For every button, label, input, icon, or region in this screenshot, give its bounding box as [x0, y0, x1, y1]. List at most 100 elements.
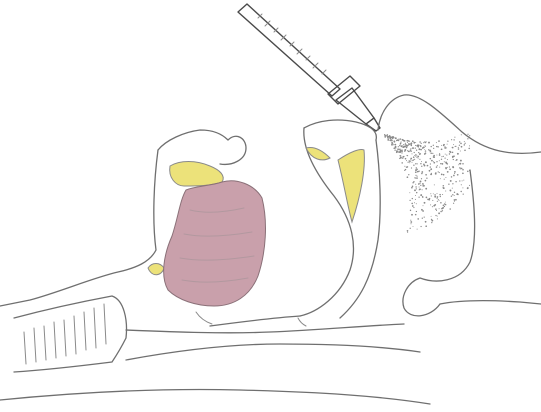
- spray-droplet: [467, 134, 468, 135]
- spray-droplet: [441, 208, 443, 210]
- spray-droplet: [415, 147, 416, 148]
- spray-droplet: [395, 144, 397, 146]
- spray-droplet: [430, 168, 432, 170]
- spray-droplet: [430, 204, 431, 205]
- spray-droplet: [407, 162, 408, 163]
- spray-droplet: [415, 214, 417, 216]
- spray-droplet: [440, 163, 441, 164]
- spray-droplet: [442, 194, 443, 195]
- spray-droplet: [452, 166, 453, 167]
- spray-droplet: [430, 151, 431, 152]
- spray-droplet: [415, 186, 416, 187]
- spray-droplet: [416, 203, 417, 204]
- spray-droplet: [409, 141, 410, 142]
- spray-droplet: [414, 189, 416, 191]
- spray-droplet: [405, 158, 407, 160]
- spray-droplet: [464, 144, 466, 146]
- spray-droplet: [425, 161, 427, 163]
- spray-droplet: [441, 156, 442, 157]
- spray-droplet: [447, 167, 448, 168]
- spray-droplet: [436, 210, 437, 211]
- spray-droplet: [408, 144, 410, 146]
- spray-droplet: [403, 144, 404, 145]
- spray-droplet: [413, 207, 414, 208]
- small-yellow-nodule: [148, 264, 164, 275]
- spray-droplet: [407, 155, 408, 156]
- spray-droplet: [444, 146, 445, 147]
- spray-droplet: [447, 141, 448, 142]
- spray-droplet: [431, 222, 432, 223]
- spray-droplet: [452, 183, 453, 184]
- spray-droplet: [469, 185, 470, 186]
- spray-droplet: [410, 228, 411, 229]
- spray-droplet: [421, 209, 423, 211]
- spray-droplet: [389, 137, 391, 139]
- adenoid-tissue: [164, 181, 266, 306]
- spray-droplet: [416, 188, 417, 189]
- spray-droplet: [420, 146, 421, 147]
- spray-droplet: [397, 139, 399, 141]
- spray-droplet: [445, 162, 447, 164]
- spray-droplet: [453, 175, 455, 177]
- spray-droplet: [454, 195, 455, 196]
- spray-droplet: [384, 135, 385, 136]
- spray-droplet: [395, 137, 397, 139]
- spray-droplet: [462, 163, 464, 165]
- spray-droplet: [455, 146, 456, 147]
- spray-droplet: [460, 143, 462, 145]
- spray-droplet: [432, 206, 433, 207]
- lower-jaw-outline: [0, 389, 430, 404]
- spray-droplet: [441, 145, 442, 146]
- spray-droplet: [410, 210, 411, 211]
- spray-droplet: [389, 135, 390, 136]
- spray-droplet: [449, 208, 451, 210]
- spray-droplet: [414, 152, 415, 153]
- spray-droplet: [394, 150, 395, 151]
- spray-droplet: [394, 141, 396, 143]
- spray-droplet: [399, 145, 400, 146]
- spray-droplet: [412, 147, 414, 149]
- spray-droplet: [434, 194, 436, 196]
- spray-droplet: [458, 164, 459, 165]
- spray-droplet: [434, 196, 436, 198]
- spray-droplet: [410, 223, 411, 224]
- spray-droplet: [413, 156, 415, 158]
- spray-droplet: [410, 159, 411, 160]
- spray-droplet: [439, 208, 440, 209]
- eustachian-cartilage: [170, 162, 224, 187]
- spray-droplet: [461, 168, 463, 170]
- spray-droplet: [458, 148, 460, 150]
- spray-droplet: [462, 187, 463, 188]
- spray-droplet: [389, 140, 390, 141]
- spray-droplet: [454, 171, 456, 173]
- spray-droplet: [413, 164, 414, 165]
- spray-droplet: [415, 171, 417, 173]
- spray-droplet: [429, 150, 430, 151]
- spray-droplet: [439, 200, 440, 201]
- spray-droplet: [416, 157, 417, 158]
- spray-droplet: [430, 163, 431, 164]
- spray-droplet: [427, 199, 429, 201]
- spray-droplet: [446, 147, 447, 148]
- spray-droplet: [441, 159, 442, 160]
- spray-droplet: [410, 148, 411, 149]
- spray-droplet: [439, 160, 440, 161]
- spray-droplet: [421, 143, 422, 144]
- spray-droplet: [462, 180, 463, 181]
- spray-droplet: [435, 172, 436, 173]
- spray-droplet: [412, 198, 413, 199]
- spray-droplet: [423, 146, 425, 148]
- spray-droplet: [443, 174, 445, 176]
- spray-droplet: [439, 153, 440, 154]
- spray-droplet: [420, 226, 421, 227]
- palate-lower-outline: [126, 344, 420, 360]
- spray-droplet: [400, 143, 401, 144]
- spray-mist-icon: [384, 134, 470, 233]
- spray-droplet: [469, 135, 470, 136]
- spray-droplet: [430, 193, 431, 194]
- spray-droplet: [430, 173, 432, 175]
- spray-droplet: [407, 230, 409, 232]
- spray-droplet: [452, 194, 453, 195]
- spray-droplet: [415, 177, 416, 178]
